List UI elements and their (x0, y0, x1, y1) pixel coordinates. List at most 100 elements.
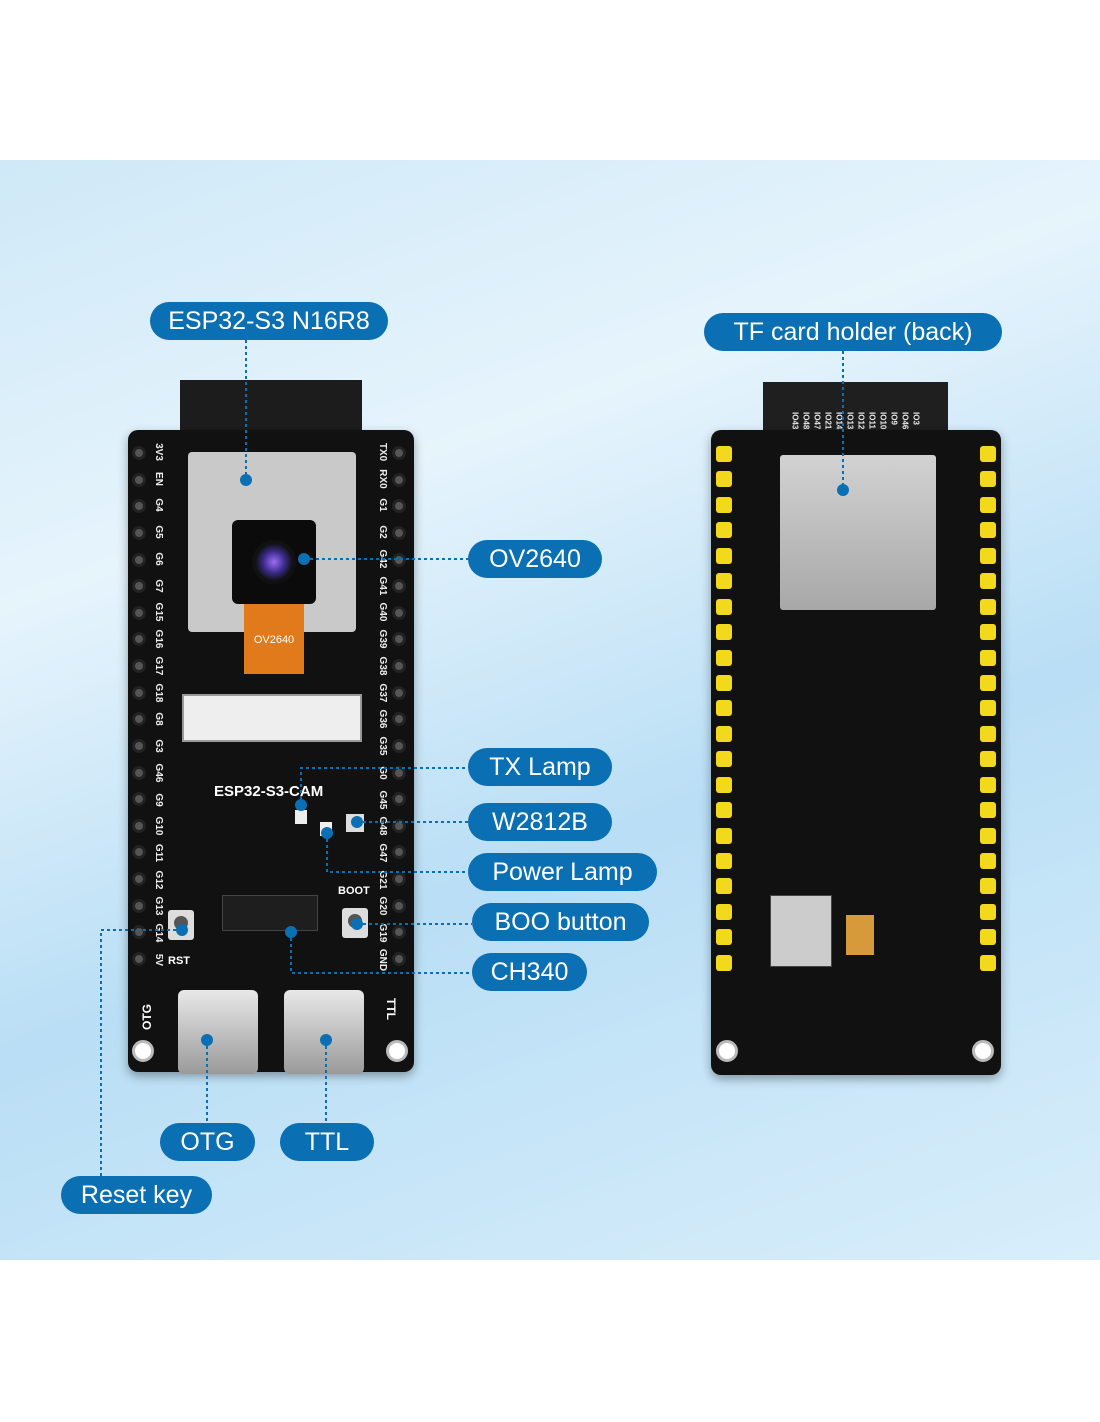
header-pin (392, 685, 406, 700)
header-pin (980, 598, 996, 615)
tantalum-capacitor (846, 915, 874, 955)
header-pin (716, 903, 732, 920)
ch340-chip (222, 895, 318, 931)
header-pin (980, 700, 996, 717)
header-pin (132, 792, 146, 807)
board-name: ESP32-S3-CAM (214, 783, 324, 800)
header-pin (716, 598, 732, 615)
header-pin (980, 878, 996, 895)
tx-lamp-led (295, 810, 307, 824)
header-pin (132, 632, 146, 647)
mount-hole (132, 1040, 154, 1062)
pin-label: IO10 (878, 412, 888, 430)
header-pin (132, 951, 146, 966)
header-pin (132, 685, 146, 700)
header-pin (716, 624, 732, 641)
header-pin (716, 700, 732, 717)
pin-label: IO43 (790, 412, 800, 430)
header-pin (980, 649, 996, 666)
mount-hole (972, 1040, 994, 1062)
header-pin (980, 624, 996, 641)
header-pin (392, 605, 406, 620)
header-pin (980, 751, 996, 768)
left-pin-header (132, 446, 146, 966)
header-pin (392, 898, 406, 913)
header-pin (392, 552, 406, 567)
header-pin (980, 802, 996, 819)
header-pin (392, 738, 406, 753)
header-pin (392, 632, 406, 647)
callout-reset: Reset key (61, 1176, 212, 1214)
header-pin (392, 446, 406, 460)
ldo-regulator (770, 895, 832, 967)
header-pin (132, 818, 146, 833)
header-pin (980, 471, 996, 488)
header-pin (392, 472, 406, 487)
header-pin (716, 446, 732, 462)
header-pin (980, 853, 996, 869)
left-yellow-header (716, 446, 732, 971)
header-pin (980, 903, 996, 920)
header-pin (132, 712, 146, 727)
header-pin (980, 573, 996, 590)
header-pin (716, 802, 732, 819)
rst-silk: RST (168, 955, 190, 967)
header-pin (132, 738, 146, 753)
header-pin (980, 827, 996, 844)
header-pin (716, 496, 732, 513)
pin-label: IO14 (834, 412, 844, 430)
pin-label: IO9 (889, 412, 899, 425)
header-pin (716, 725, 732, 742)
header-pin (132, 446, 146, 460)
header-pin (716, 547, 732, 564)
pin-label: IO3 (911, 412, 921, 425)
pin-label: IO21 (823, 412, 833, 430)
pin-label: IO12 (856, 412, 866, 430)
pin-label: IO47 (812, 412, 822, 430)
header-pin (392, 659, 406, 673)
header-pin (716, 522, 732, 539)
callout-boot-button: BOO button (472, 903, 649, 941)
header-pin (392, 951, 406, 966)
header-pin (132, 579, 146, 594)
callout-camera: OV2640 (468, 540, 602, 578)
header-pin (392, 525, 406, 540)
header-pin (392, 845, 406, 860)
right-pin-header (392, 446, 406, 966)
header-pin (980, 547, 996, 564)
header-pin (716, 827, 732, 844)
header-pin (716, 954, 732, 971)
header-pin (392, 792, 406, 807)
header-pin (132, 872, 146, 886)
header-pin (980, 929, 996, 946)
header-pin (716, 776, 732, 793)
header-pin (716, 853, 732, 869)
header-pin (980, 496, 996, 513)
callout-tx-lamp: TX Lamp (468, 748, 612, 786)
header-pin (132, 659, 146, 673)
pin-label: IO46 (900, 412, 910, 430)
header-pin (132, 525, 146, 540)
header-pin (132, 472, 146, 487)
mount-hole (386, 1040, 408, 1062)
header-pin (392, 579, 406, 594)
callout-usb-chip: CH340 (472, 953, 587, 991)
header-pin (392, 499, 406, 514)
header-pin (132, 552, 146, 567)
pin-label: IO13 (845, 412, 855, 430)
header-pin (132, 765, 146, 780)
pin-label: IO11 (867, 412, 877, 429)
header-pin (980, 776, 996, 793)
pin-label: IO48 (801, 412, 811, 430)
otg-usb-port[interactable] (178, 990, 258, 1074)
callout-tf-card: TF card holder (back) (704, 313, 1002, 351)
header-pin (132, 925, 146, 940)
header-pin (716, 573, 732, 590)
header-pin (716, 751, 732, 768)
header-pin (392, 925, 406, 940)
ttl-usb-port[interactable] (284, 990, 364, 1074)
camera-lens (252, 540, 296, 584)
header-pin (392, 872, 406, 886)
tf-card-holder[interactable] (780, 455, 936, 610)
